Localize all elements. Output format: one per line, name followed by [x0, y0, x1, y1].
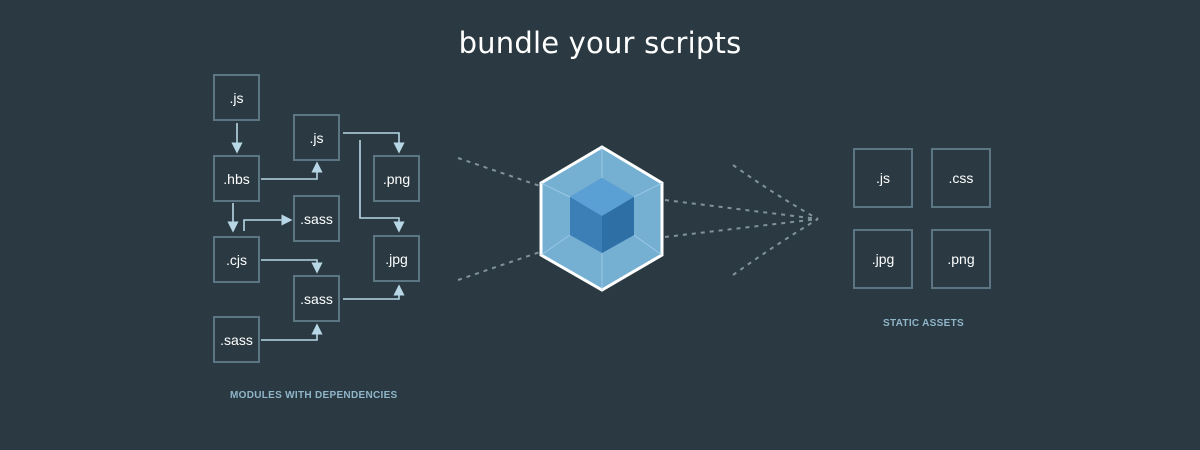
module-box-js-mid: .js — [293, 114, 340, 161]
asset-box-jpg: .jpg — [853, 229, 913, 289]
module-box-hbs: .hbs — [213, 155, 260, 202]
modules-caption: MODULES WITH DEPENDENCIES — [230, 390, 398, 401]
output-dotted-lines — [664, 164, 819, 276]
webpack-cube-logo — [539, 145, 664, 292]
module-box-jpg: .jpg — [373, 235, 420, 282]
dependency-arrows — [227, 123, 405, 341]
asset-box-js: .js — [853, 148, 913, 208]
input-dotted-lines — [457, 157, 541, 281]
module-box-png: .png — [373, 155, 420, 202]
module-box-sass-top: .sass — [293, 195, 340, 242]
assets-caption: STATIC ASSETS — [883, 318, 964, 329]
module-box-sass-mid: .sass — [293, 275, 340, 322]
module-box-cjs: .cjs — [213, 236, 260, 283]
module-box-sass-bottom: .sass — [213, 316, 260, 363]
asset-box-css: .css — [931, 148, 991, 208]
page-title: bundle your scripts — [458, 26, 742, 60]
asset-box-png: .png — [931, 229, 991, 289]
module-box-js: .js — [213, 74, 260, 121]
